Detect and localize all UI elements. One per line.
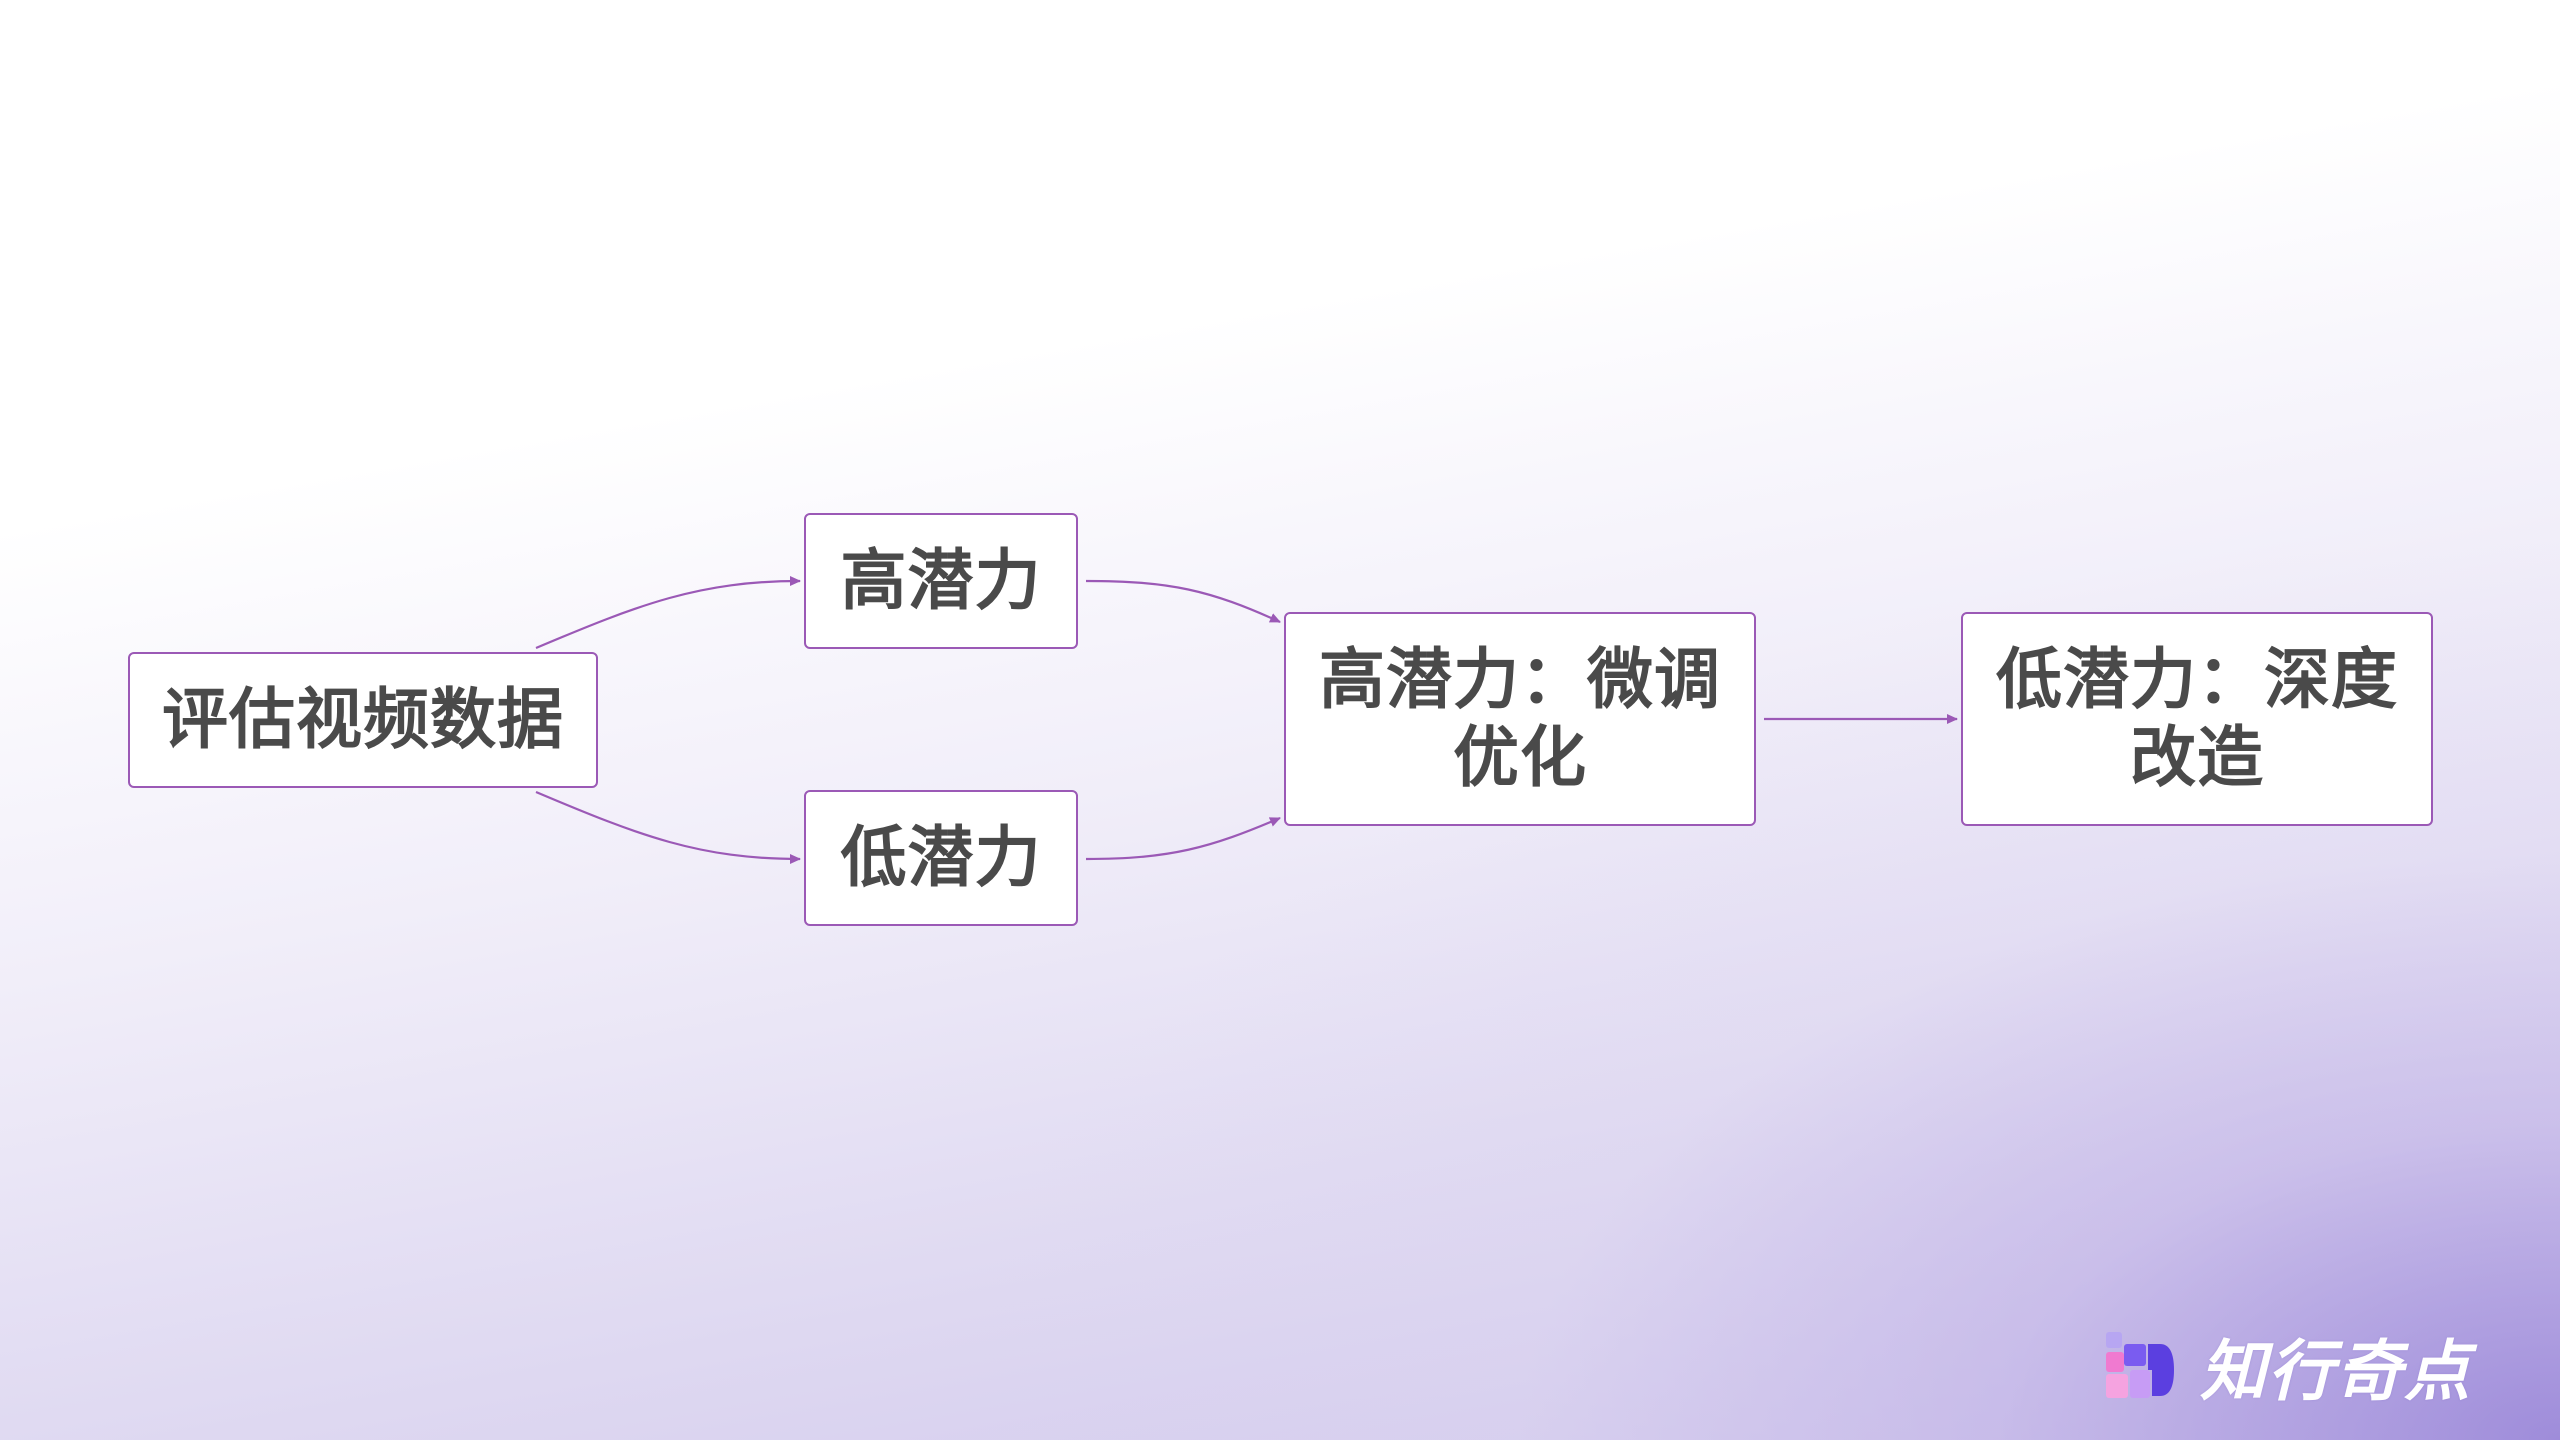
node-high-potential: 高潜力 — [804, 513, 1078, 649]
node-high-potential-finetune: 高潜力：微调优化 — [1284, 612, 1756, 826]
node-low-potential: 低潜力 — [804, 790, 1078, 926]
brand-name: 知行奇点 — [2200, 1333, 2472, 1410]
node-label: 低潜力 — [840, 819, 1042, 896]
edge-low-to-finetune — [1085, 816, 1281, 861]
node-low-potential-rebuild: 低潜力：深度改造 — [1961, 612, 2433, 826]
node-label: 评估视频数据 — [162, 681, 564, 758]
node-label: 高潜力 — [840, 542, 1042, 619]
node-label: 低潜力：深度改造 — [1996, 641, 2398, 796]
edge-evaluate-to-high — [535, 576, 801, 650]
node-evaluate-video-data: 评估视频数据 — [128, 652, 598, 788]
brand-logo: 知行奇点 — [2102, 1318, 2472, 1414]
app-logo-icon — [2106, 1332, 2174, 1398]
node-label: 高潜力：微调优化 — [1319, 641, 1721, 796]
edge-evaluate-to-low — [535, 790, 801, 864]
edge-high-to-finetune — [1085, 579, 1281, 624]
